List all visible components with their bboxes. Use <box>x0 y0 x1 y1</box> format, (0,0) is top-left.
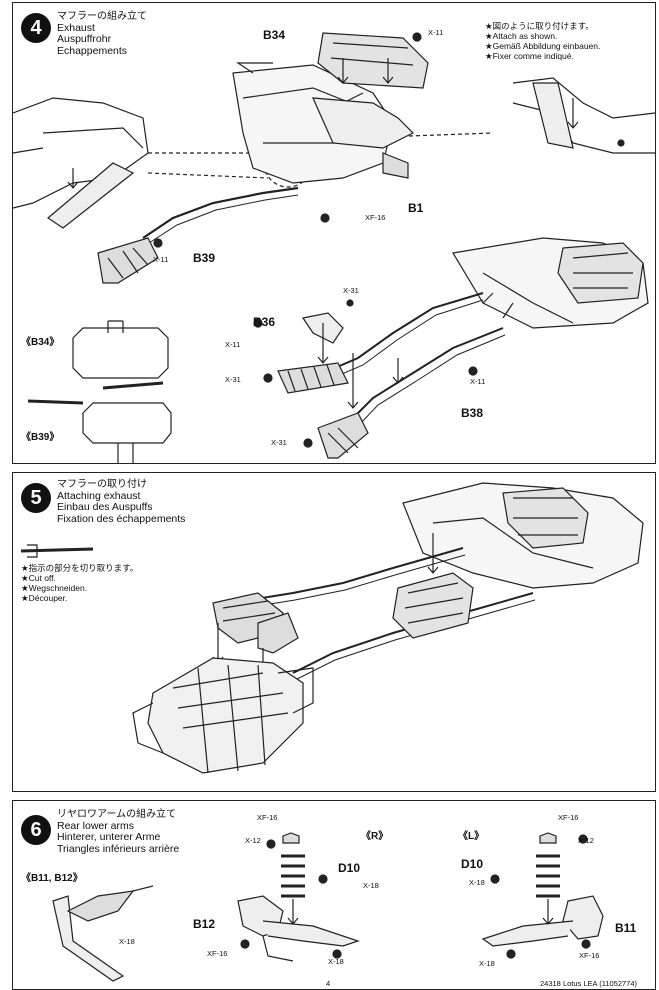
screw-label: XF-16 <box>257 813 278 822</box>
note-line: ★Wegschneiden. <box>21 583 88 593</box>
note-line: ★Gemäß Abbildung einbauen. <box>485 41 601 51</box>
note-line: ★Fixer comme indiqué. <box>485 51 574 61</box>
step-4-title-jp: マフラーの組み立て <box>57 11 147 22</box>
step-5-title-fr: Fixation des échappements <box>57 512 186 525</box>
step-6-panel: 6 リヤロワアームの組み立て Rear lower arms Hinterer,… <box>12 800 656 990</box>
screw-label: XF-16 <box>579 951 600 960</box>
step-6-title-en: Rear lower arms <box>57 819 135 832</box>
step-4-number: 4 <box>21 13 51 43</box>
step-4-title-fr: Echappements <box>57 44 128 57</box>
screw-label: XF-16 <box>558 813 579 822</box>
parts-ref-b11-b12: 《B11, B12》 <box>21 873 83 884</box>
step-4-titles: マフラーの組み立て Exhaust Auspuffrohr Echappemen… <box>57 11 147 57</box>
part-label-b39: B39 <box>193 251 216 265</box>
step-4-illustration <box>13 32 655 463</box>
part-label-b38: B38 <box>461 406 484 420</box>
step-5-title-jp: マフラーの取り付け <box>57 479 147 490</box>
part-label-d10-l: D10 <box>461 857 484 871</box>
step-4-notes: ★図のように取り付けます。 ★Attach as shown. ★Gemäß A… <box>485 21 600 61</box>
note-line: ★指示の部分を切り取ります。 <box>21 563 139 573</box>
parts-ref-b34: 《B34》 <box>21 337 60 348</box>
footer-code: 24318 Lotus LEA (11052774) <box>540 979 638 988</box>
part-label-b1: B1 <box>408 201 424 215</box>
screw-label: X-11 <box>470 377 486 386</box>
screw-label: X-11 <box>225 340 241 349</box>
right-side-label: 《R》 <box>361 831 389 842</box>
screw-label: X-12 <box>245 836 261 845</box>
screw-label: X-18 <box>479 959 495 968</box>
screw-label: XF-16 <box>365 213 386 222</box>
left-side-label: 《L》 <box>458 831 485 842</box>
part-label-b34: B34 <box>263 28 286 42</box>
screw-label: X-31 <box>225 375 241 384</box>
parts-ref-b39: 《B39》 <box>21 432 60 443</box>
page-number: 4 <box>326 979 331 988</box>
step-4-panel: 4 マフラーの組み立て Exhaust Auspuffrohr Echappem… <box>12 2 656 464</box>
note-line: ★Attach as shown. <box>485 31 558 41</box>
part-label-b11: B11 <box>615 921 637 935</box>
step-6-number: 6 <box>21 815 51 845</box>
screw-label: X-18 <box>469 878 485 887</box>
screw-label: X-11 <box>428 28 444 37</box>
step-6-title-fr: Triangles inférieurs arrière <box>57 842 180 855</box>
note-line: ★図のように取り付けます。 <box>485 21 594 31</box>
step-4-title-en: Exhaust <box>57 21 95 34</box>
step-5-title-de: Einbau des Auspuffs <box>57 501 153 513</box>
step-4-title-de: Auspuffrohr <box>57 33 112 45</box>
part-label-b36: B36 <box>253 315 276 329</box>
step-5-panel: 5 マフラーの取り付け Attaching exhaust Einbau des… <box>12 472 656 792</box>
note-line: ★Cut off. <box>21 573 56 583</box>
step-5-illustration <box>20 482 644 774</box>
part-label-b12: B12 <box>193 917 216 931</box>
screw-label: X-18 <box>328 957 344 966</box>
screw-label: X-31 <box>343 286 359 295</box>
note-line: ★Découper. <box>21 593 68 603</box>
screw-label: XF-16 <box>207 949 228 958</box>
screw-label: X-18 <box>363 881 379 890</box>
part-label-d10-r: D10 <box>338 861 361 875</box>
step-6-title-de: Hinterer, unterer Arme <box>57 831 161 843</box>
screw-label: X-11 <box>153 255 169 264</box>
step-5-title-en: Attaching exhaust <box>57 489 141 502</box>
step-5-notes: ★指示の部分を切り取ります。 ★Cut off. ★Wegschneiden. … <box>21 563 138 603</box>
screw-label: X-31 <box>271 438 287 447</box>
screw-label: X-12 <box>578 836 594 845</box>
step-6-title-jp: リヤロワアームの組み立て <box>57 809 177 820</box>
step-5-number: 5 <box>21 483 51 513</box>
step-6-titles: リヤロワアームの組み立て Rear lower arms Hinterer, u… <box>57 809 179 855</box>
step-5-titles: マフラーの取り付け Attaching exhaust Einbau des A… <box>57 479 185 525</box>
step-6-illustration <box>52 832 604 982</box>
screw-label: X-18 <box>119 937 135 946</box>
